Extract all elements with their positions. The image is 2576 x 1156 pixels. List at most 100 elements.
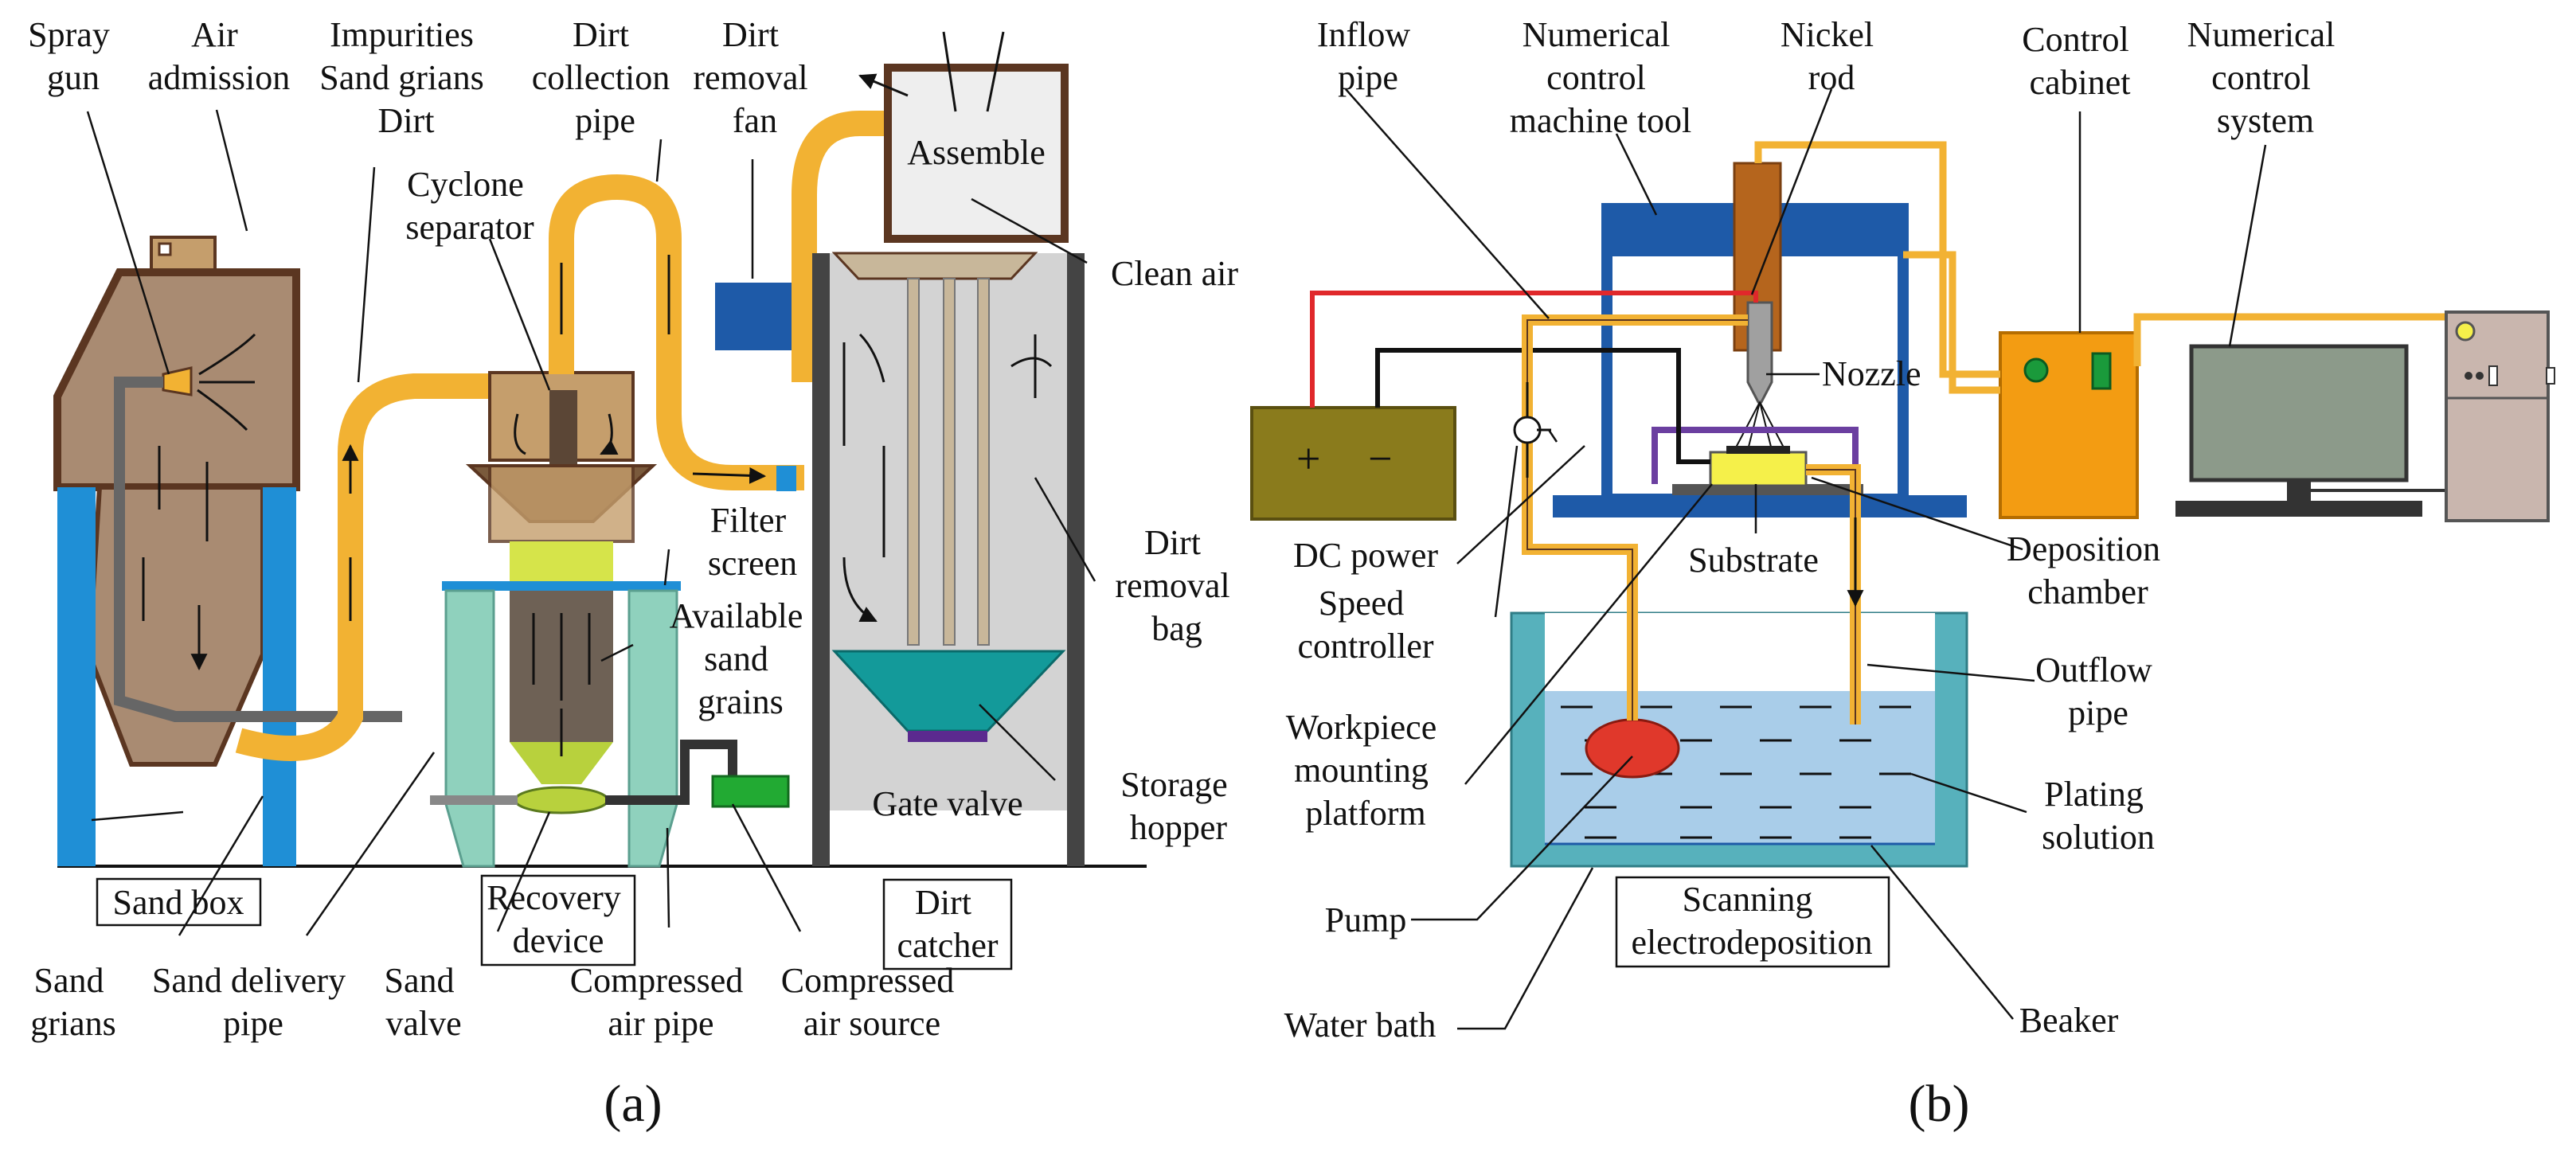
lbl-dirt-collection-pipe: Dirt collection pipe	[532, 15, 679, 140]
lbl-compressed-air-pipe: Compressed air pipe	[570, 961, 752, 1043]
caption-b: (b)	[1909, 1075, 1970, 1133]
caption-a: (a)	[604, 1075, 662, 1133]
box-recovery	[480, 874, 636, 967]
lbl-sand-valve: Sand valve	[385, 961, 463, 1043]
machine-base	[1553, 495, 1967, 517]
lbl-op-1: Outflow	[2035, 650, 2152, 689]
lbl-drb-2: removal	[1115, 566, 1229, 605]
pump	[1585, 718, 1680, 779]
lbl-nct-3: machine tool	[1510, 101, 1692, 140]
lbl-ncs-1: Numerical	[2187, 15, 2336, 54]
lbl-dirt-removal-fan: Dirt removal fan	[693, 15, 816, 140]
lbl-available-sand: Available sand grains	[670, 596, 812, 721]
panel-b: + −	[1250, 15, 2555, 1133]
monitor	[2189, 344, 2409, 482]
lbl-fs-2: screen	[708, 544, 797, 583]
lbl-scan-1: Scanning	[1683, 880, 1813, 919]
tower-led-2	[2476, 372, 2484, 380]
filter-band	[510, 541, 613, 581]
sand-box	[53, 236, 402, 866]
assemble-box	[884, 64, 1069, 243]
keyboard	[2175, 501, 2422, 517]
lbl-sand-box: Sand box	[113, 883, 244, 922]
lbl-cc-2: cabinet	[2029, 63, 2130, 102]
lbl-wp-2: mounting	[1294, 751, 1429, 790]
sand-flow-arrows	[142, 333, 256, 669]
lbl-sc-1: Speed	[1319, 584, 1405, 623]
lbl-impurities: Impurities Sand grians Dirt	[319, 15, 493, 140]
lbl-nr-1: Nickel	[1781, 15, 1874, 54]
lbl-impurities-2: Sand grians	[319, 58, 484, 97]
box-dirt-catcher	[882, 878, 1013, 970]
catcher-top-plate	[831, 252, 1038, 280]
speed-controller	[1513, 416, 1542, 444]
lbl-as-3: grains	[698, 682, 784, 721]
lbl-cap-1: Compressed	[570, 961, 744, 1000]
lbl-spray-gun-2: gun	[47, 58, 100, 97]
cabinet-indicator	[2023, 357, 2049, 383]
tower-led-1	[2465, 372, 2472, 380]
lbl-scan-2: electrodeposition	[1631, 923, 1872, 962]
lbl-assemble: Assemble	[907, 133, 1046, 172]
lbl-as-2: sand	[704, 639, 768, 678]
wire-red	[1310, 291, 1758, 408]
lbl-spray-gun-1: Spray	[28, 15, 110, 54]
lbl-deposition-chamber: Deposition chamber	[2007, 529, 2169, 611]
sand-box-inlet-knob	[158, 242, 172, 256]
assemble-arrows	[860, 31, 1005, 112]
pointers-a	[86, 109, 1096, 936]
lbl-inflow-pipe: Inflow pipe	[1317, 15, 1419, 97]
lbl-dc-power: DC power	[1293, 536, 1438, 575]
lbl-ps-1: Plating	[2044, 775, 2144, 814]
tower-button	[2455, 321, 2476, 342]
lbl-drf-1: Dirt	[722, 15, 779, 54]
lbl-dirt-catcher: Dirt catcher	[897, 883, 999, 965]
dc-plus: +	[1296, 435, 1320, 482]
lbl-drb-1: Dirt	[1144, 523, 1201, 562]
lbl-sv-1: Sand	[385, 961, 455, 1000]
dirt-collection-pipe	[549, 174, 804, 490]
lbl-nc-system: Numerical control system	[2187, 15, 2344, 140]
lbl-dcp-2: collection	[532, 58, 670, 97]
lbl-cas-1: Compressed	[781, 961, 955, 1000]
lbl-rd-1: Recovery	[487, 878, 621, 917]
lbl-impurities-1: Impurities	[330, 15, 474, 54]
lbl-sg-2: grians	[30, 1004, 116, 1043]
cabinet-switch	[2091, 352, 2112, 390]
lbl-wp-3: platform	[1305, 794, 1426, 833]
lbl-storage-hopper: Storage hopper	[1120, 765, 1236, 847]
catcher-arrows	[842, 333, 1053, 621]
pipe-joint	[776, 466, 796, 491]
lbl-dch-1: Deposition	[2007, 529, 2160, 568]
sand-box-leg-left	[57, 487, 96, 866]
lbl-ip-1: Inflow	[1317, 15, 1411, 54]
dc-power	[1250, 406, 1456, 521]
compressed-air-pipe	[605, 740, 737, 805]
panel-a: Spray gun Air admission Impurities Sand …	[28, 15, 1238, 1133]
labels-b: Inflow pipe Numerical control machine to…	[1284, 15, 2344, 1133]
lbl-cyclone-1: Cyclone	[407, 165, 524, 204]
lbl-ps-2: solution	[2042, 818, 2155, 857]
labels-a: Spray gun Air admission Impurities Sand …	[28, 15, 1238, 1133]
lbl-drf-2: removal	[693, 58, 807, 97]
cyclone-core	[549, 390, 577, 466]
dirt-removal-fan	[715, 283, 799, 350]
control-wire-3	[2133, 313, 2461, 366]
lbl-nc-machine-tool: Numerical control machine tool	[1510, 15, 1692, 140]
lbl-pump: Pump	[1325, 900, 1407, 939]
lbl-wp-1: Workpiece	[1286, 708, 1437, 747]
lbl-cyclone-2: separator	[405, 208, 534, 247]
nozzle-head	[1746, 301, 1773, 404]
lbl-dc-2: catcher	[897, 926, 999, 965]
lbl-sh-1: Storage	[1120, 765, 1227, 804]
catcher-wall-left	[812, 253, 830, 866]
lbl-cc-1: Control	[2022, 20, 2128, 59]
tower-drive	[2488, 365, 2498, 386]
pointers-b	[1345, 88, 2267, 1030]
lbl-plating-solution: Plating solution	[2042, 775, 2155, 857]
lbl-air-admission-1: Air	[191, 15, 238, 54]
lbl-filter-screen: Filter screen	[708, 501, 797, 583]
wire-black	[1375, 348, 1710, 464]
lbl-dc-1: Dirt	[915, 883, 971, 922]
